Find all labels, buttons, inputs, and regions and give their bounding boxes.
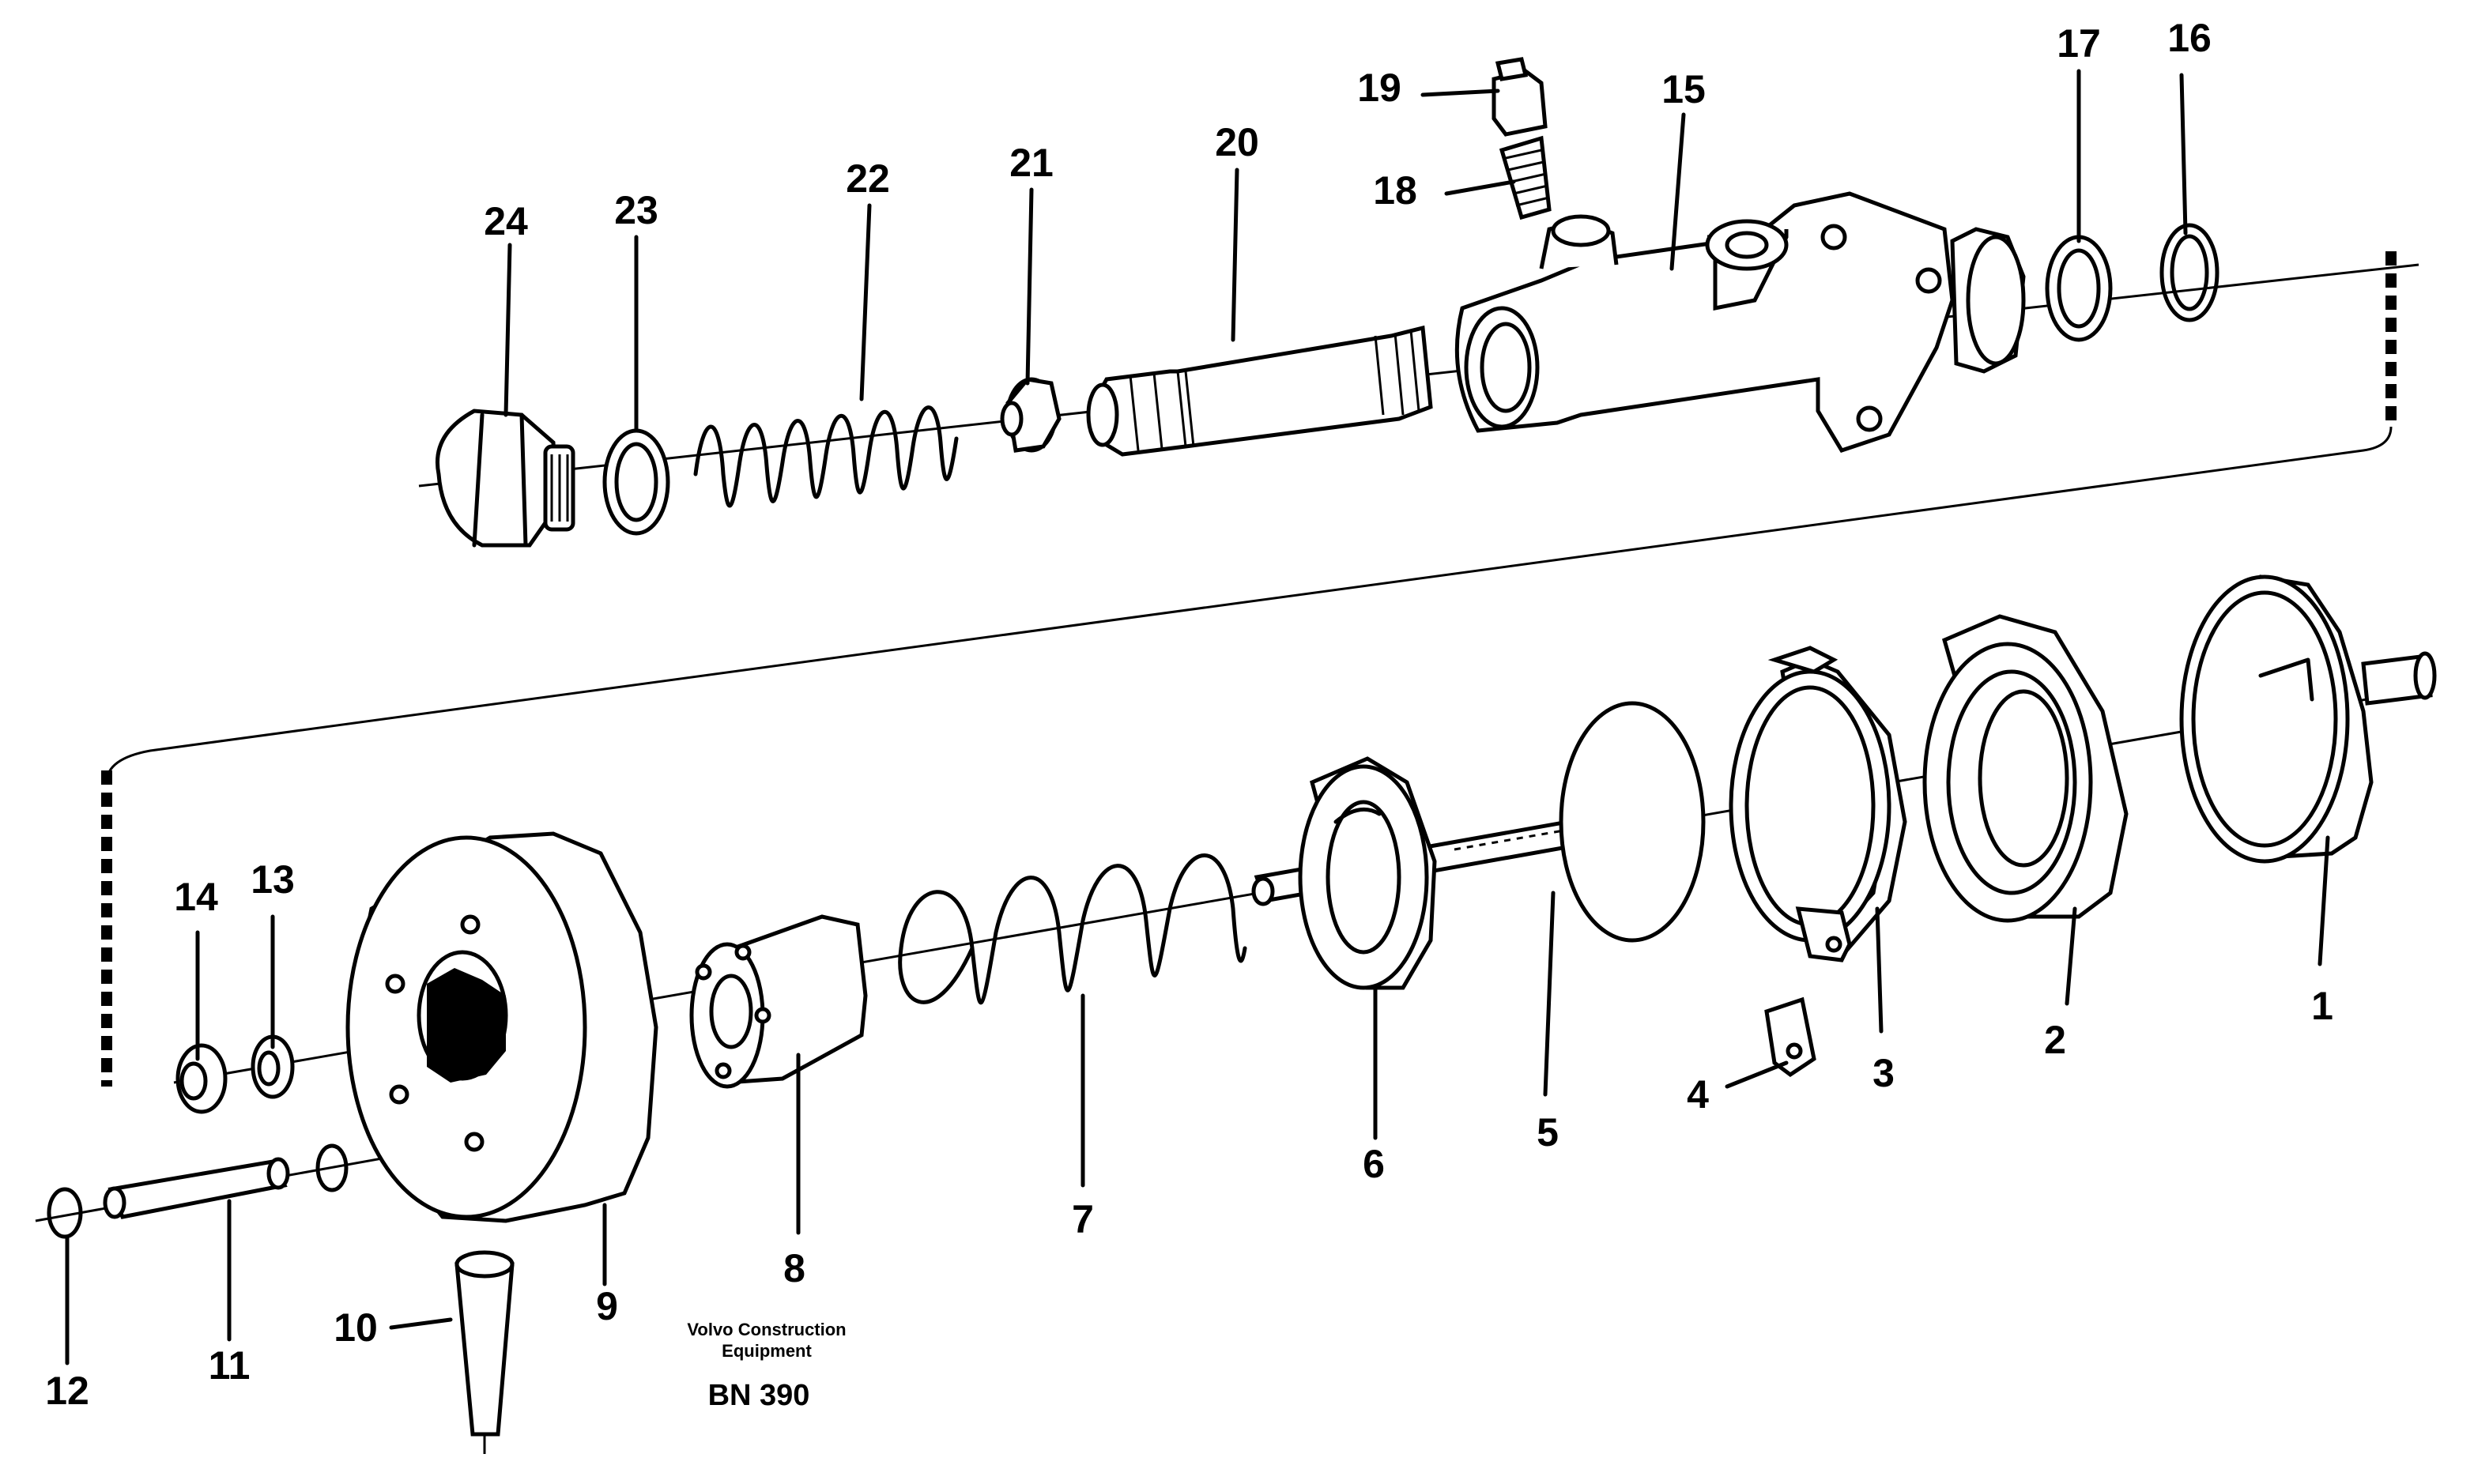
part-15-cylinder-body [1454, 191, 2026, 454]
part-21-seal [1000, 377, 1062, 453]
callout-2: 2 [2044, 1018, 2066, 1062]
caption-block: Volvo Construction Equipment BN 390 [687, 1320, 846, 1412]
callout-24: 24 [484, 199, 528, 243]
part-17-ring [2045, 235, 2113, 342]
callout-11: 11 [209, 1343, 251, 1388]
callout-13: 13 [251, 857, 295, 902]
part-20-piston [1086, 325, 1433, 457]
part-5-disc [1559, 701, 1706, 943]
callout-16: 16 [2167, 16, 2212, 60]
callout-10: 10 [334, 1305, 378, 1350]
callout-12: 12 [45, 1369, 89, 1413]
part-22-spring [693, 405, 959, 508]
part-23-washer [602, 428, 670, 536]
connection-bracket [101, 251, 2397, 1087]
part-6-seal [1298, 756, 1437, 990]
leader-lines [65, 69, 2330, 1365]
callout-5: 5 [1537, 1110, 1559, 1154]
callout-4: 4 [1687, 1072, 1709, 1117]
callout-21: 21 [1009, 141, 1054, 185]
callout-labels: 1 2 3 4 5 6 7 8 9 10 11 12 13 14 15 16 1… [45, 16, 2333, 1413]
part-14-bushing [175, 1043, 228, 1114]
part-11-clip [315, 1143, 349, 1192]
callout-9: 9 [596, 1284, 618, 1328]
part-10-nipple [454, 1250, 515, 1454]
callout-14: 14 [174, 875, 218, 919]
part-24-cap-nut [436, 409, 575, 548]
callout-3: 3 [1872, 1051, 1895, 1095]
callout-19: 19 [1357, 66, 1401, 110]
caption-company-sub: Equipment [722, 1341, 812, 1361]
part-2-cup [1922, 614, 2129, 923]
part-4-lock-clip [1764, 996, 1816, 1078]
part-1-cover [2179, 574, 2437, 864]
callout-17: 17 [2057, 21, 2101, 66]
part-8-flange [689, 914, 868, 1089]
callout-6: 6 [1363, 1142, 1385, 1186]
caption-company: Volvo Construction [687, 1320, 846, 1339]
callout-15: 15 [1661, 67, 1706, 111]
callout-8: 8 [783, 1246, 805, 1290]
part-19-valve-cap [1492, 57, 1548, 137]
part-18-bleeder-screw [1499, 135, 1552, 220]
part-9-housing [345, 831, 658, 1223]
callout-18: 18 [1373, 168, 1417, 213]
callout-23: 23 [614, 188, 658, 232]
callout-22: 22 [846, 156, 890, 201]
callout-20: 20 [1215, 120, 1259, 164]
part-12-clip [47, 1187, 83, 1239]
caption-drawing-code: BN 390 [708, 1379, 810, 1412]
callout-1: 1 [2311, 984, 2333, 1028]
part-7-spring [898, 853, 1247, 1005]
part-16-circlip [2159, 223, 2219, 322]
part-11-pin [103, 1157, 290, 1219]
part-3-clamp-band [1729, 646, 1907, 962]
callout-7: 7 [1072, 1197, 1094, 1241]
